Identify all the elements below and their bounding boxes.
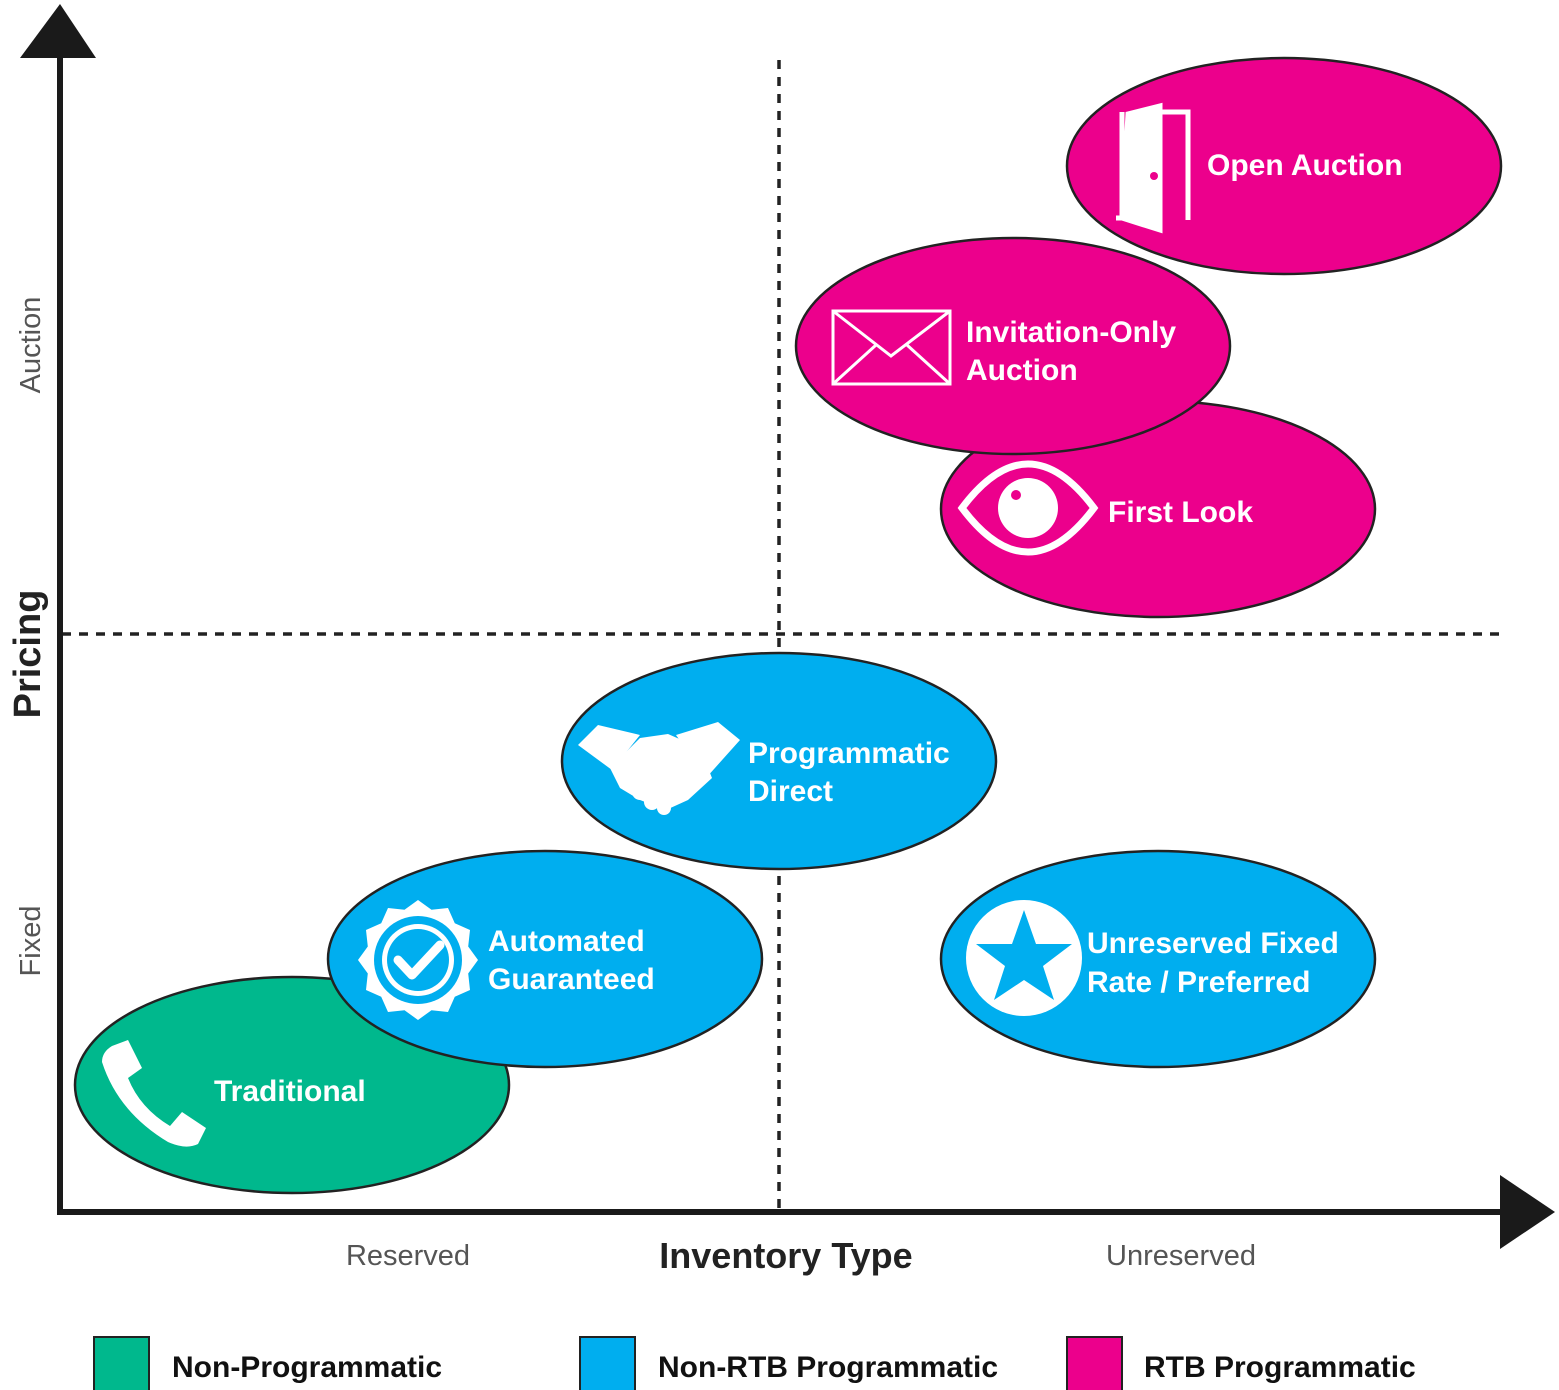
first-look-label: First Look	[1108, 496, 1253, 529]
bubble-invitation-only: Invitation-Only Auction	[794, 236, 1232, 456]
unreserved-fixed-label: Unreserved Fixed Rate / Preferred	[1087, 927, 1347, 999]
bubble-programmatic-direct: Programmatic Direct	[560, 651, 998, 871]
x-tick-reserved: Reserved	[346, 1240, 470, 1272]
legend-label-non-rtb: Non-RTB Programmatic	[658, 1351, 998, 1384]
bubble-open-auction: Open Auction	[1065, 56, 1503, 276]
open-auction-label: Open Auction	[1207, 149, 1403, 182]
legend-label-rtb: RTB Programmatic	[1144, 1351, 1416, 1384]
x-axis	[57, 1175, 1555, 1249]
bubble-first-look: First Look	[939, 399, 1377, 619]
programmatic-direct-label: Programmatic Direct	[748, 737, 958, 808]
legend-label-non-programmatic: Non-Programmatic	[172, 1351, 442, 1384]
bubble-automated-guaranteed: Automated Guaranteed	[326, 849, 764, 1069]
bubble-unreserved-fixed: Unreserved Fixed Rate / Preferred	[939, 849, 1377, 1069]
legend: Non-Programmatic Non-RTB Programmatic RT…	[93, 1336, 1416, 1390]
legend-swatch-non-rtb	[579, 1336, 636, 1390]
badge-check-icon	[358, 900, 478, 1020]
x-axis-title: Inventory Type	[659, 1235, 912, 1276]
y-tick-fixed: Fixed	[15, 906, 47, 977]
envelope-icon	[831, 309, 952, 386]
y-axis-title: Pricing	[7, 590, 49, 719]
legend-swatch-rtb	[1066, 1336, 1123, 1390]
legend-swatch-non-programmatic	[93, 1336, 150, 1390]
x-tick-unreserved: Unreserved	[1106, 1240, 1256, 1272]
eye-icon	[957, 460, 1099, 556]
y-axis	[20, 4, 96, 1212]
invitation-only-label: Invitation-Only Auction	[966, 316, 1184, 387]
star-icon	[966, 900, 1082, 1016]
phone-icon	[102, 1040, 206, 1147]
automated-guaranteed-label: Automated Guaranteed	[488, 925, 655, 996]
door-icon	[1116, 102, 1191, 234]
handshake-icon	[578, 722, 740, 815]
traditional-label: Traditional	[214, 1075, 366, 1108]
y-tick-auction: Auction	[15, 297, 47, 394]
